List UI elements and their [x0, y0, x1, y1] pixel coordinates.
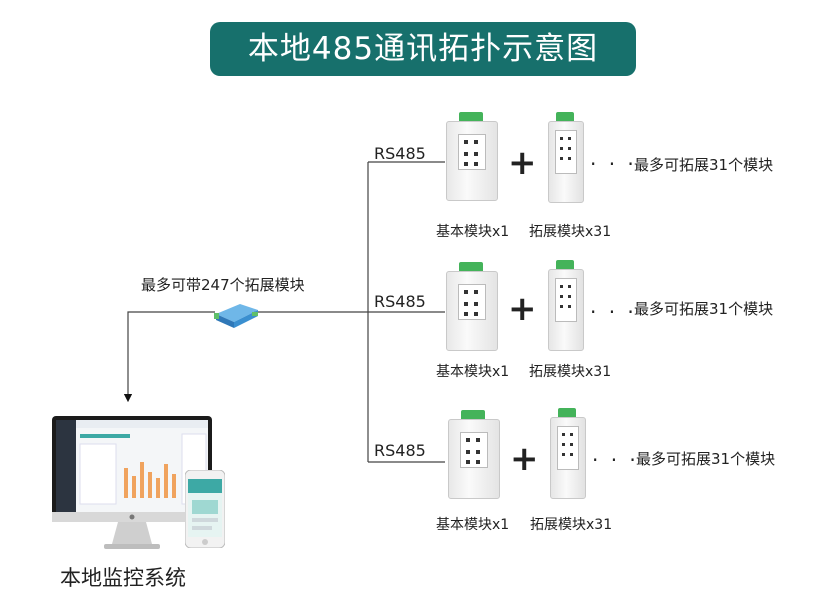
basic-module-label-1: 基本模块x1: [436, 224, 510, 240]
plus-symbol-2: +: [508, 289, 537, 329]
basic-module-2: [446, 262, 498, 352]
page-title: 本地485通讯拓扑示意图: [210, 22, 636, 76]
basic-module-3: [448, 410, 500, 500]
converter-label: 最多可带247个拓展模块: [141, 276, 305, 294]
ext-module-2: [548, 260, 584, 352]
bus-label-2: RS485: [374, 292, 426, 311]
basic-module-label-3: 基本模块x1: [436, 517, 510, 533]
bus-label-3: RS485: [374, 441, 426, 460]
basic-module-label-2: 基本模块x1: [436, 364, 510, 380]
expand-note-1: 最多可拓展31个模块: [634, 156, 774, 174]
ext-module-3: [550, 408, 586, 500]
local-system-label: 本地监控系统: [60, 566, 186, 590]
expand-note-3: 最多可拓展31个模块: [636, 450, 776, 468]
ellipsis-3: · · ·: [592, 448, 639, 472]
ext-module-label-2: 拓展模块x31: [529, 364, 612, 380]
expand-note-2: 最多可拓展31个模块: [634, 300, 774, 318]
ellipsis-2: · · ·: [590, 300, 637, 324]
plus-symbol-1: +: [508, 143, 537, 183]
ext-module-label-3: 拓展模块x31: [530, 517, 613, 533]
ellipsis-1: · · ·: [590, 152, 637, 176]
ext-module-1: [548, 112, 584, 204]
ext-module-label-1: 拓展模块x31: [529, 224, 612, 240]
plus-symbol-3: +: [510, 439, 539, 479]
apple-logo-icon: [129, 514, 135, 520]
bus-label-1: RS485: [374, 144, 426, 163]
monitor-icon: [52, 416, 212, 552]
rs485-converter-icon: [212, 300, 262, 330]
arrow-down-icon: [123, 311, 215, 403]
smartphone-icon: [184, 469, 226, 549]
basic-module-1: [446, 112, 498, 202]
